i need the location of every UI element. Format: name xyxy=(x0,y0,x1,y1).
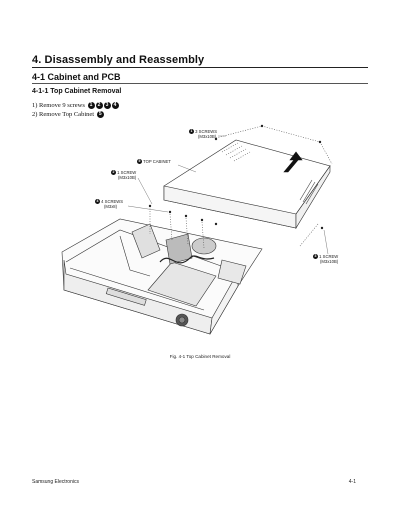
step-2: 2) Remove Top Cabinet 5 xyxy=(32,111,104,119)
callout-3-screws: 1 3 SCREWS (M3x10B) xyxy=(188,129,217,139)
screw-icon xyxy=(214,222,218,226)
section-rule xyxy=(32,67,368,68)
screw-icon xyxy=(168,210,172,214)
callout-num: 5 xyxy=(137,159,142,165)
figure-caption: Fig. 4-1 Top Cabinet Removal xyxy=(169,354,231,359)
callout-label: TOP CABINET xyxy=(143,159,171,164)
subsection-rule xyxy=(32,83,368,84)
footer-page-number: 4-1 xyxy=(348,479,356,485)
callout-spec: (M3x8) xyxy=(104,204,118,210)
callout-num: 2 xyxy=(111,170,116,176)
section-title: 4. Disassembly and Reassembly xyxy=(32,54,205,66)
callout-num: 1 xyxy=(189,129,194,135)
step-1-num-3: 3 xyxy=(103,102,111,110)
screw-icon xyxy=(200,218,204,222)
callout-spec: (M3x10B) xyxy=(118,175,137,181)
footer-company: Samsung Electronics xyxy=(32,479,79,485)
callout-4-screws: 4 4 SCREWS (M3x8) xyxy=(94,199,123,209)
callout-label: 1 SCREW xyxy=(319,254,339,259)
fan xyxy=(191,237,217,255)
step-1-num-1: 1 xyxy=(87,102,95,110)
step-2-text: 2) Remove Top Cabinet xyxy=(32,111,95,118)
callout-spec: (M3x10B) xyxy=(198,134,217,140)
screw-icon xyxy=(260,124,264,128)
screw-icon xyxy=(318,140,322,144)
disc-tray xyxy=(105,287,147,306)
subsection-title: 4-1 Cabinet and PCB xyxy=(32,72,121,82)
step-1-num-4: 4 xyxy=(111,102,119,110)
subsubsection-title: 4-1-1 Top Cabinet Removal xyxy=(32,88,122,95)
callout-num: 4 xyxy=(95,199,100,205)
screw-icon xyxy=(184,214,188,218)
step-2-num: 5 xyxy=(96,111,104,119)
callout-label: 1 SCREW xyxy=(117,170,137,175)
removal-arrow-icon xyxy=(283,151,303,173)
callout-top-cabinet: 5 TOP CABINET xyxy=(136,159,171,165)
callout-label: 3 SCREWS xyxy=(195,129,218,134)
callout-1-screw-right: 3 1 SCREW (M3x10B) xyxy=(312,254,338,264)
callout-spec: (M3x10B) xyxy=(320,259,339,265)
callout-label: 4 SCREWS xyxy=(101,199,124,204)
step-1-num-2: 2 xyxy=(95,102,103,110)
screw-icon xyxy=(320,226,324,230)
callout-num: 3 xyxy=(313,254,318,260)
cable-bundle xyxy=(159,255,215,264)
screw-icon xyxy=(148,204,152,208)
callout-1-screw-left: 2 1 SCREW (M3x10B) xyxy=(110,170,136,180)
hdd-bracket xyxy=(147,261,217,307)
screw-icon xyxy=(214,137,218,141)
step-1-text: 1) Remove 9 screws xyxy=(32,102,85,109)
